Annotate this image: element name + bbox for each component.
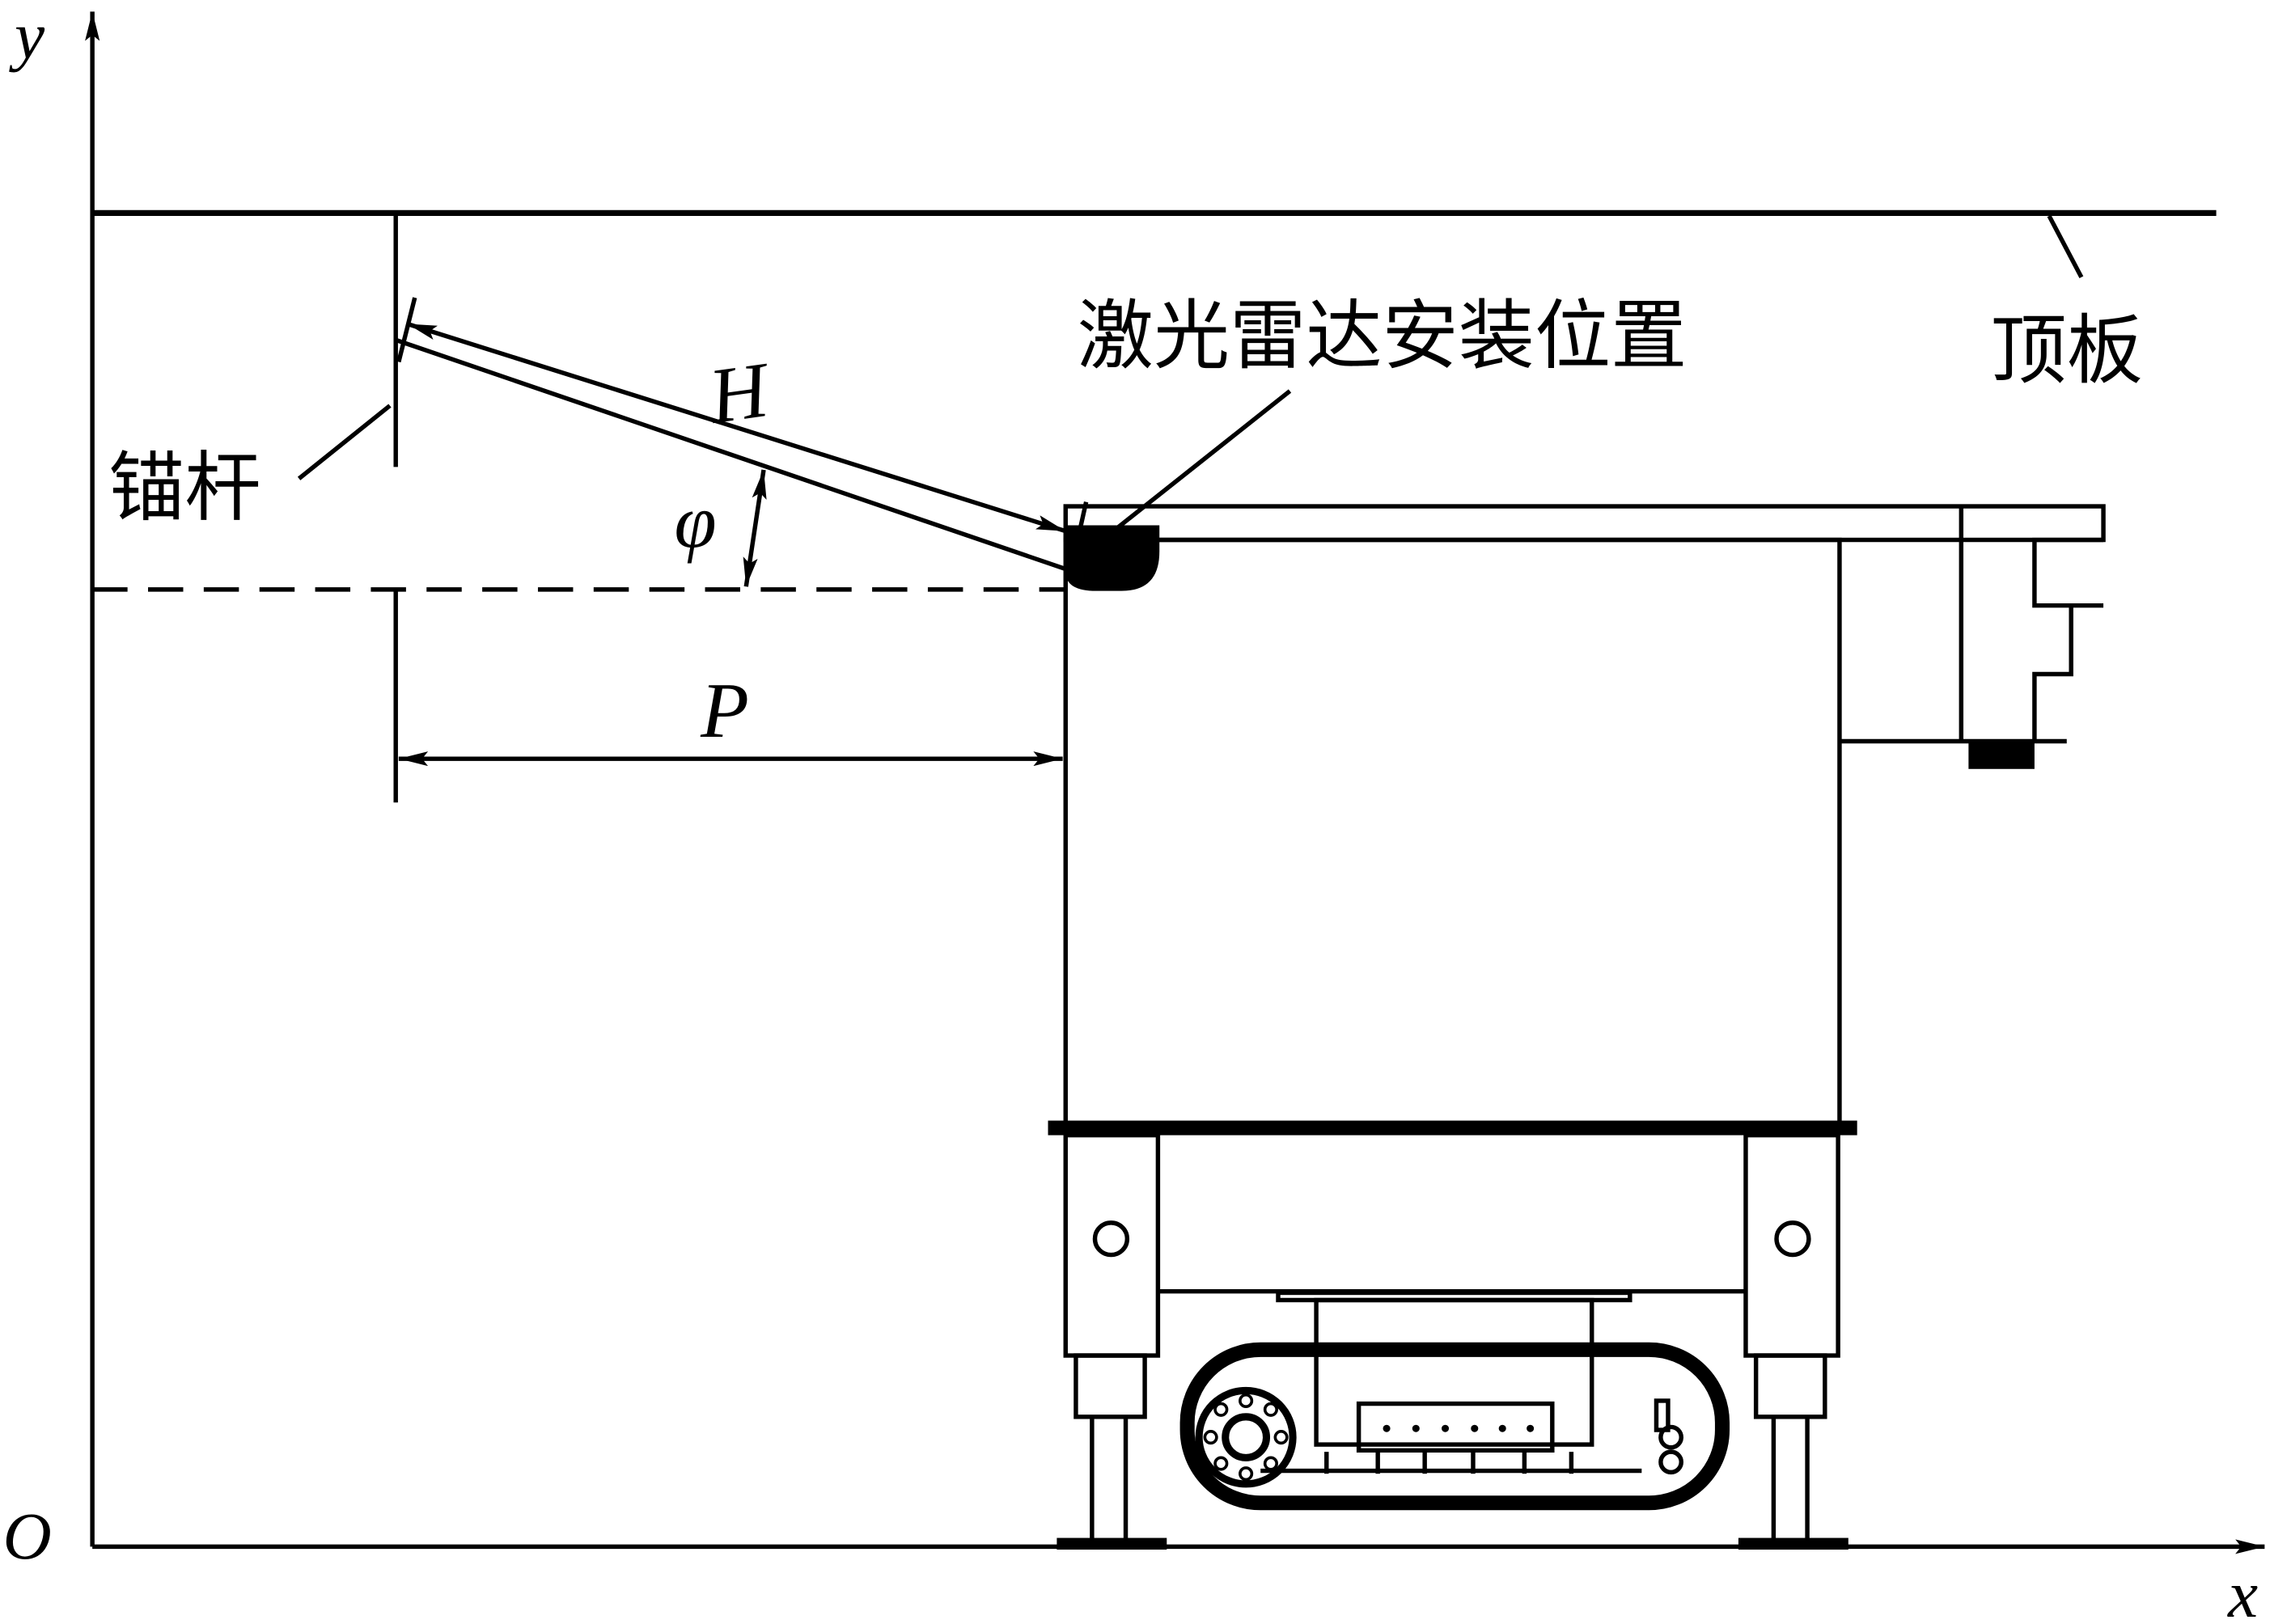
phi-arrow	[743, 469, 767, 587]
right-bracket	[2032, 537, 2104, 742]
x-axis-label: x	[2226, 1557, 2258, 1624]
axes: y x O	[3, 0, 2265, 1624]
H-tick	[396, 297, 417, 363]
roof: 顶板	[92, 209, 2217, 395]
crawler-track	[1179, 1342, 1730, 1511]
lidar: 激光雷达安装位置	[1065, 293, 1687, 591]
roof-label: 顶板	[1991, 307, 2143, 395]
P-label: P	[700, 667, 749, 755]
top-beam	[1063, 504, 2106, 543]
anchor-bolt: 锚杆	[108, 214, 398, 532]
left-leg-sleeve	[1074, 1353, 1147, 1419]
lidar-mount-label: 激光雷达安装位置	[1078, 293, 1688, 381]
drive-box	[1314, 1297, 1594, 1447]
y-axis-label: y	[9, 0, 44, 73]
dimension-P: P	[393, 589, 1063, 803]
origin-label: O	[3, 1499, 52, 1573]
drive-sprocket	[1195, 1386, 1297, 1488]
right-leg-cylinder	[1743, 1132, 1840, 1358]
anchor-bolt-label: 锚杆	[108, 444, 260, 532]
left-leg-pin	[1092, 1220, 1130, 1258]
H-label: H	[702, 346, 776, 441]
left-leg-foot	[1057, 1537, 1167, 1550]
control-panel	[1356, 1401, 1555, 1453]
phi-label: φ	[674, 480, 716, 565]
anchor-bolt-leader	[297, 404, 392, 480]
machine	[1048, 504, 2106, 1550]
lidar-sensor	[1065, 525, 1160, 591]
right-leg-pin	[1774, 1220, 1811, 1258]
right-leg-sleeve	[1753, 1353, 1827, 1419]
control-panel-dots	[1383, 1424, 1535, 1432]
base-plate	[1048, 1120, 1857, 1136]
bracket-foot	[1968, 741, 2035, 769]
idler-wheel	[1654, 1398, 1683, 1475]
H-dimension-arrow	[406, 321, 1067, 534]
angle-phi: φ	[674, 469, 767, 587]
main-body	[1063, 537, 1842, 1129]
sprocket-outer	[1195, 1386, 1297, 1488]
track-cleats	[1324, 1452, 1574, 1474]
right-leg-foot	[1738, 1537, 1848, 1550]
left-leg-cylinder	[1063, 1132, 1161, 1358]
sprocket-hub	[1222, 1413, 1271, 1461]
roof-leader	[2047, 214, 2084, 279]
dimension-H: H	[395, 297, 1067, 572]
